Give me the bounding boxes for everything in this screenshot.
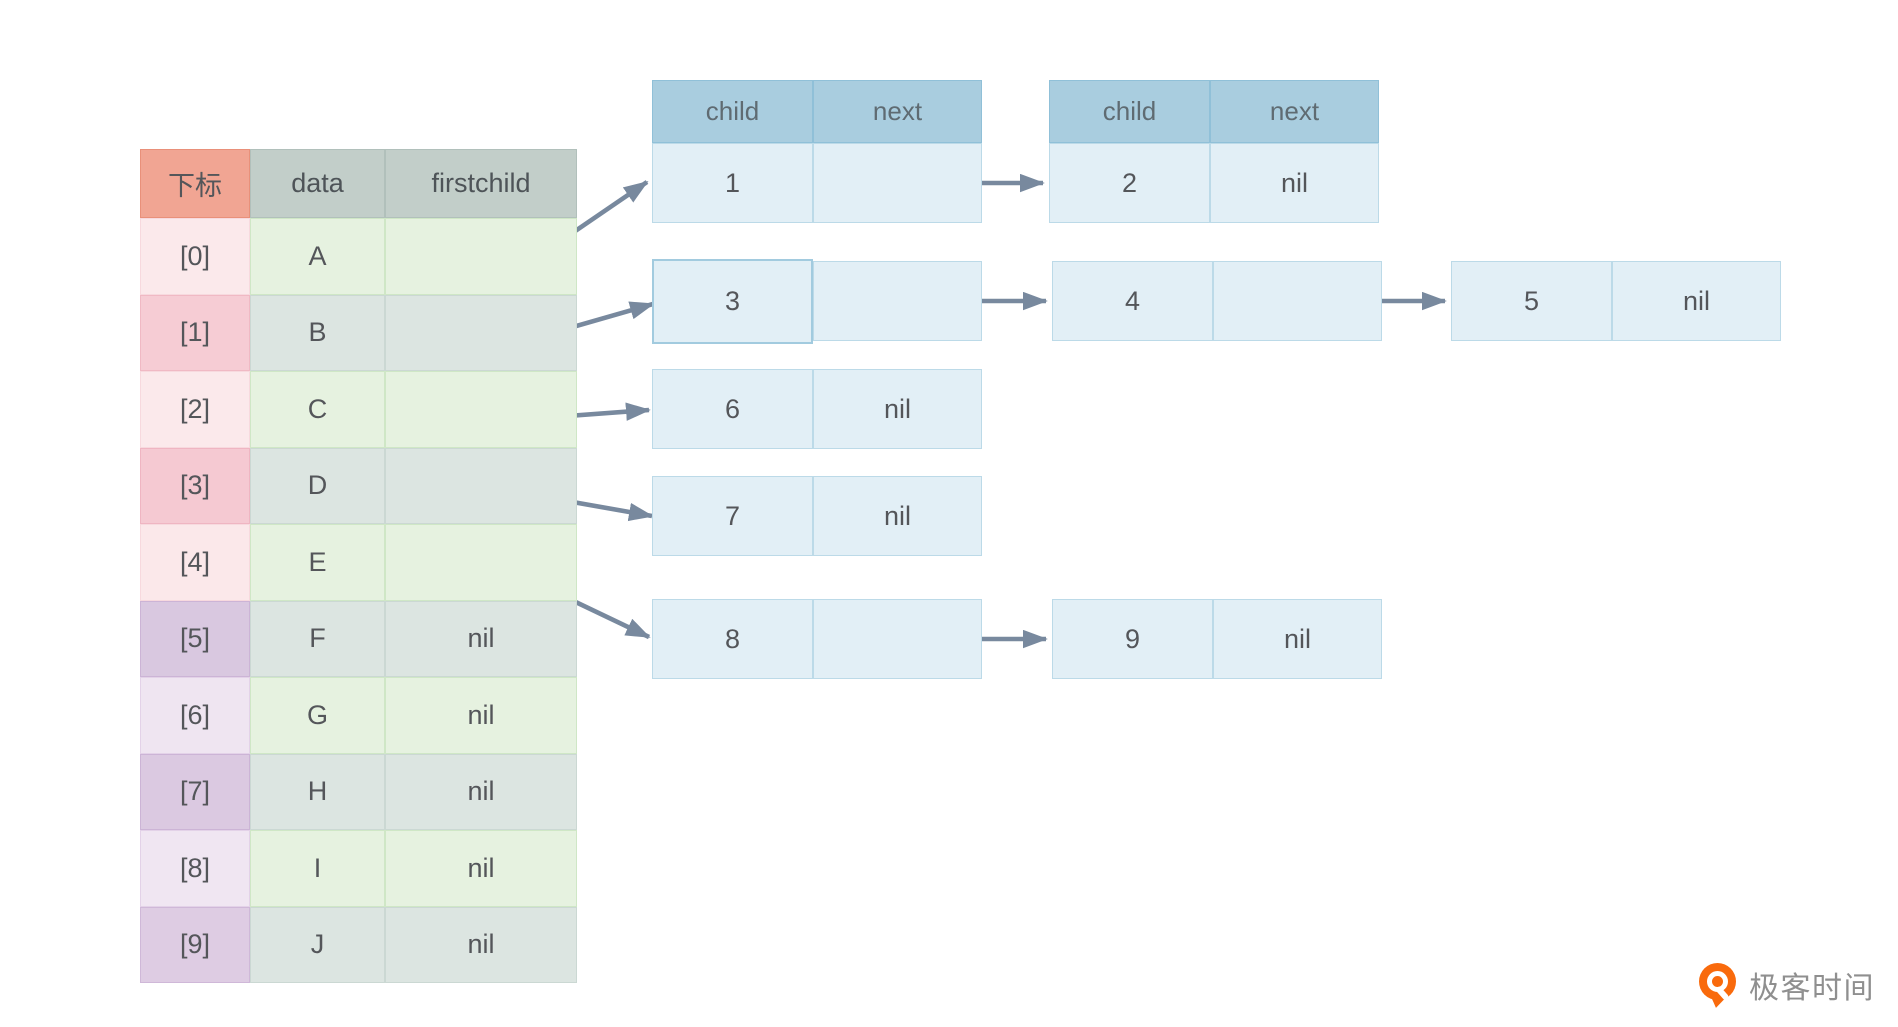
data-cell-3: D (250, 447, 385, 524)
node-header-next: next (1210, 80, 1379, 143)
node-next-cell: nil (813, 369, 982, 449)
node-child-cell: 3 (652, 259, 813, 344)
column-header-index: 下标 (140, 149, 250, 218)
firstchild-cell-3 (385, 447, 577, 524)
firstchild-cell-8: nil (385, 830, 577, 907)
array-index-cell-3: [3] (140, 447, 250, 524)
list-node-child-4: 4 (1052, 261, 1382, 341)
array-index-cell-7: [7] (140, 753, 250, 830)
firstchild-cell-9: nil (385, 906, 577, 983)
data-cell-8: I (250, 830, 385, 907)
node-next-cell: nil (813, 476, 982, 556)
node-child-cell: 8 (652, 599, 813, 679)
firstchild-cell-4 (385, 524, 577, 601)
data-cell-9: J (250, 906, 385, 983)
array-index-cell-2: [2] (140, 371, 250, 448)
data-cell-4: E (250, 524, 385, 601)
node-next-cell: nil (1612, 261, 1781, 341)
geektime-logo-text: 极客时间 (1749, 972, 1875, 1005)
data-cell-5: F (250, 600, 385, 677)
array-index-cell-6: [6] (140, 677, 250, 754)
data-cell-6: G (250, 677, 385, 754)
node-next-cell: nil (1213, 599, 1382, 679)
node-child-cell: 5 (1451, 261, 1612, 341)
node-next-cell: nil (1210, 143, 1379, 223)
node-next-cell (813, 261, 982, 341)
node-header-next: next (813, 80, 982, 143)
node-child-cell: 2 (1049, 143, 1210, 223)
node-child-cell: 1 (652, 143, 813, 223)
array-index-cell-8: [8] (140, 830, 250, 907)
data-cell-1: B (250, 294, 385, 371)
column-header-data: data (250, 149, 385, 218)
node-child-cell: 9 (1052, 599, 1213, 679)
node-child-cell: 7 (652, 476, 813, 556)
column-header-firstchild: firstchild (385, 149, 577, 218)
firstchild-cell-6: nil (385, 677, 577, 754)
data-cell-2: C (250, 371, 385, 448)
node-child-cell: 6 (652, 369, 813, 449)
array-index-cell-9: [9] (140, 906, 250, 983)
node-next-cell (813, 143, 982, 223)
data-cell-0: A (250, 218, 385, 295)
node-child-cell: 4 (1052, 261, 1213, 341)
array-index-cell-5: [5] (140, 600, 250, 677)
geektime-logo: 极客时间 (1698, 960, 1875, 1010)
firstchild-cell-7: nil (385, 753, 577, 830)
firstchild-cell-5: nil (385, 600, 577, 677)
node-next-cell (1213, 261, 1382, 341)
firstchild-cell-2 (385, 371, 577, 448)
geektime-icon (1698, 960, 1740, 1010)
array-index-cell-1: [1] (140, 294, 250, 371)
firstchild-cell-0 (385, 218, 577, 295)
node-header-child: child (652, 80, 813, 143)
node-next-cell (813, 599, 982, 679)
array-index-cell-0: [0] (140, 218, 250, 295)
list-node-child-8: 8 (652, 599, 982, 679)
data-cell-7: H (250, 753, 385, 830)
array-index-cell-4: [4] (140, 524, 250, 601)
firstchild-cell-1 (385, 294, 577, 371)
node-header-child: child (1049, 80, 1210, 143)
list-node-child-3: 3 (652, 259, 982, 344)
